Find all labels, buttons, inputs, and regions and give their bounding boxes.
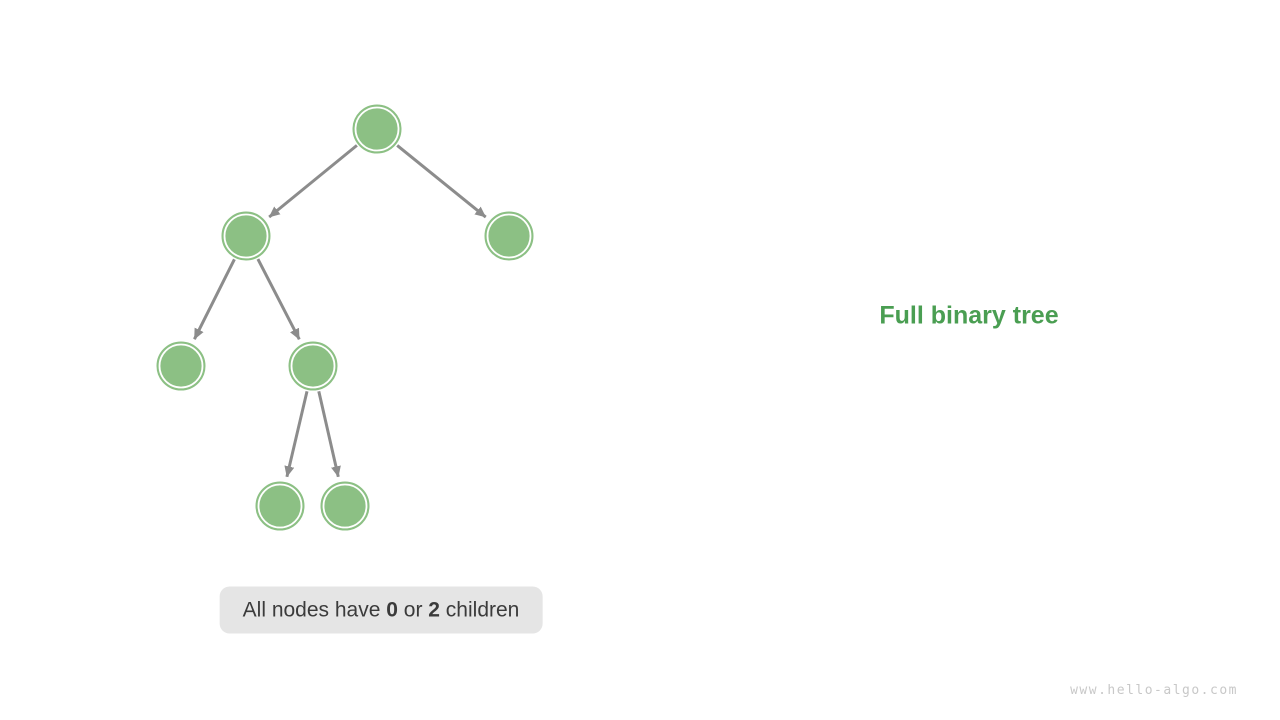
tree-node <box>320 481 370 531</box>
tree-node <box>484 211 534 261</box>
caption-segment: or <box>397 598 429 622</box>
tree-edges <box>193 144 487 478</box>
tree-node-inner-ring <box>158 343 204 389</box>
tree-node-inner-ring <box>223 213 269 259</box>
tree-edge <box>268 144 358 219</box>
tree-edge <box>284 390 309 478</box>
tree-node <box>255 481 305 531</box>
diagram-title: Full binary tree <box>879 301 1059 330</box>
caption-segment: children <box>439 598 520 622</box>
tree-node <box>221 211 271 261</box>
caption-segment-bold: 2 <box>428 598 440 622</box>
watermark: www.hello-algo.com <box>1070 683 1238 698</box>
tree-edge <box>396 144 487 219</box>
tree-node <box>352 104 402 154</box>
tree-nodes <box>156 104 534 531</box>
tree-edge <box>193 258 236 340</box>
tree-node-inner-ring <box>354 106 400 152</box>
caption-segment-bold: 0 <box>386 598 398 622</box>
tree-edge <box>256 258 301 340</box>
tree-edge <box>317 390 341 478</box>
tree-node <box>288 341 338 391</box>
tree-node-inner-ring <box>290 343 336 389</box>
tree-node <box>156 341 206 391</box>
caption-segment: All nodes have <box>242 598 387 622</box>
tree-node-inner-ring <box>322 483 368 529</box>
tree-node-inner-ring <box>486 213 532 259</box>
tree-node-inner-ring <box>257 483 303 529</box>
caption-box: All nodes have 0 or 2 children <box>219 586 543 634</box>
